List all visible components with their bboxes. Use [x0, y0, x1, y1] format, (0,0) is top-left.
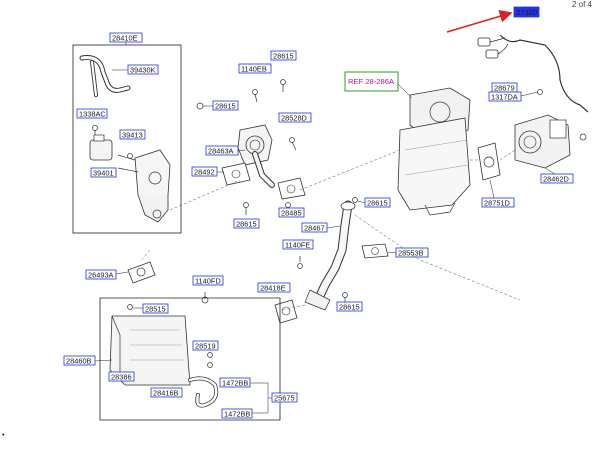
- egr-valve-group-left: [72, 40, 182, 234]
- label-28751D[interactable]: 28751D: [481, 179, 515, 208]
- label-28467[interactable]: 28467: [301, 222, 341, 233]
- svg-text:26493A: 26493A: [88, 271, 114, 280]
- svg-text:28485: 28485: [281, 209, 302, 218]
- egr-cooler-group: [99, 292, 281, 421]
- manifold-flange-28463A: [237, 124, 275, 188]
- svg-text:28679: 28679: [494, 84, 515, 93]
- svg-text:1472BB: 1472BB: [224, 410, 250, 419]
- svg-text:1140FE: 1140FE: [285, 241, 310, 250]
- label-1317DA[interactable]: 1317DA: [488, 91, 539, 102]
- label-28515[interactable]: 28515: [133, 303, 169, 314]
- svg-text:39430K: 39430K: [130, 66, 156, 75]
- page-indicator: 2 of 4: [571, 0, 592, 9]
- svg-text:28418E: 28418E: [260, 284, 286, 293]
- label-1140FD[interactable]: 1140FD: [192, 275, 224, 286]
- gasket-28553B: [361, 243, 389, 259]
- ref-28-286A[interactable]: REF 28-286A: [344, 71, 413, 99]
- label-28615-b[interactable]: 28615: [203, 100, 239, 111]
- svg-text:28463A: 28463A: [208, 147, 234, 156]
- svg-text:28460B: 28460B: [66, 357, 92, 366]
- label-28462D[interactable]: 28462D: [540, 167, 574, 184]
- sensor-wiring-27320: [477, 34, 589, 113]
- label-1140FE[interactable]: 1140FE: [282, 239, 314, 250]
- svg-text:28386: 28386: [111, 373, 132, 382]
- label-28485[interactable]: 28485: [278, 207, 305, 218]
- svg-text:28416B: 28416B: [153, 389, 179, 398]
- egr-pipe-28467: [304, 200, 356, 311]
- svg-text:28492: 28492: [194, 168, 215, 177]
- svg-text:28615: 28615: [236, 220, 257, 229]
- gasket-28418E: [274, 299, 298, 324]
- label-1140EB[interactable]: 1140EB: [238, 63, 272, 74]
- catalytic-converter: [397, 87, 471, 216]
- svg-text:28553B: 28553B: [398, 249, 424, 258]
- svg-text:27320: 27320: [516, 8, 537, 17]
- svg-text:1338AC: 1338AC: [79, 110, 106, 119]
- label-28460B[interactable]: 28460B: [63, 355, 113, 366]
- svg-text:28467: 28467: [304, 224, 325, 233]
- highlight-arrow: [446, 10, 513, 33]
- svg-text:39401: 39401: [93, 169, 114, 178]
- svg-text:39413: 39413: [122, 131, 143, 140]
- svg-text:28410E: 28410E: [112, 34, 138, 43]
- gasket-28751D: [477, 142, 501, 181]
- label-28463A[interactable]: 28463A: [205, 145, 246, 156]
- label-26493A[interactable]: 26493A: [85, 269, 129, 280]
- label-28615-a[interactable]: 28615: [270, 50, 297, 61]
- label-28416B[interactable]: 28416B: [150, 387, 183, 398]
- svg-text:28615: 28615: [215, 102, 236, 111]
- label-1472BB-a[interactable]: 1472BB: [219, 377, 251, 388]
- label-28615-e[interactable]: 28615: [336, 301, 363, 312]
- svg-text:25675: 25675: [274, 394, 295, 403]
- svg-text:28515: 28515: [145, 305, 166, 314]
- svg-text:28615: 28615: [367, 199, 388, 208]
- label-28528D[interactable]: 28528D: [278, 112, 312, 123]
- corner-mark: •: [2, 430, 5, 439]
- gasket-28492: [221, 162, 251, 186]
- svg-text:1140FD: 1140FD: [195, 277, 221, 286]
- label-28553B[interactable]: 28553B: [387, 247, 429, 258]
- label-28492[interactable]: 28492: [191, 166, 224, 177]
- svg-text:1472BB: 1472BB: [222, 379, 248, 388]
- label-28519[interactable]: 28519: [192, 340, 219, 351]
- connection-lines: [139, 149, 521, 311]
- egr-valve-right: [514, 114, 587, 169]
- gasket-26493A: [127, 261, 156, 284]
- svg-text:28462D: 28462D: [543, 175, 569, 184]
- svg-text:28615: 28615: [339, 303, 360, 312]
- label-1472BB-b[interactable]: 1472BB: [221, 408, 253, 419]
- label-28418E[interactable]: 28418E: [257, 282, 291, 293]
- label-28615-c[interactable]: 28615: [233, 218, 260, 229]
- gasket-28485: [277, 177, 306, 200]
- label-1338AC[interactable]: 1338AC: [76, 108, 108, 119]
- label-28410E[interactable]: 28410E: [109, 32, 143, 43]
- svg-text:28519: 28519: [195, 342, 216, 351]
- svg-text:1317DA: 1317DA: [491, 93, 518, 102]
- label-28679[interactable]: 28679: [491, 82, 518, 93]
- svg-text:28615: 28615: [273, 52, 294, 61]
- label-39413[interactable]: 39413: [119, 129, 146, 140]
- svg-text:REF 28-286A: REF 28-286A: [348, 77, 395, 86]
- svg-text:1140EB: 1140EB: [241, 65, 267, 74]
- svg-text:28751D: 28751D: [484, 199, 510, 208]
- label-28386[interactable]: 28386: [108, 371, 135, 382]
- bolts-pipe: [297, 256, 348, 305]
- label-39401[interactable]: 39401: [90, 167, 117, 178]
- svg-text:28528D: 28528D: [281, 114, 307, 123]
- label-28615-d[interactable]: 28615: [357, 197, 391, 208]
- label-27320[interactable]: 27320: [513, 6, 540, 18]
- label-39430K[interactable]: 39430K: [112, 64, 159, 75]
- label-25675[interactable]: 25675: [250, 382, 298, 414]
